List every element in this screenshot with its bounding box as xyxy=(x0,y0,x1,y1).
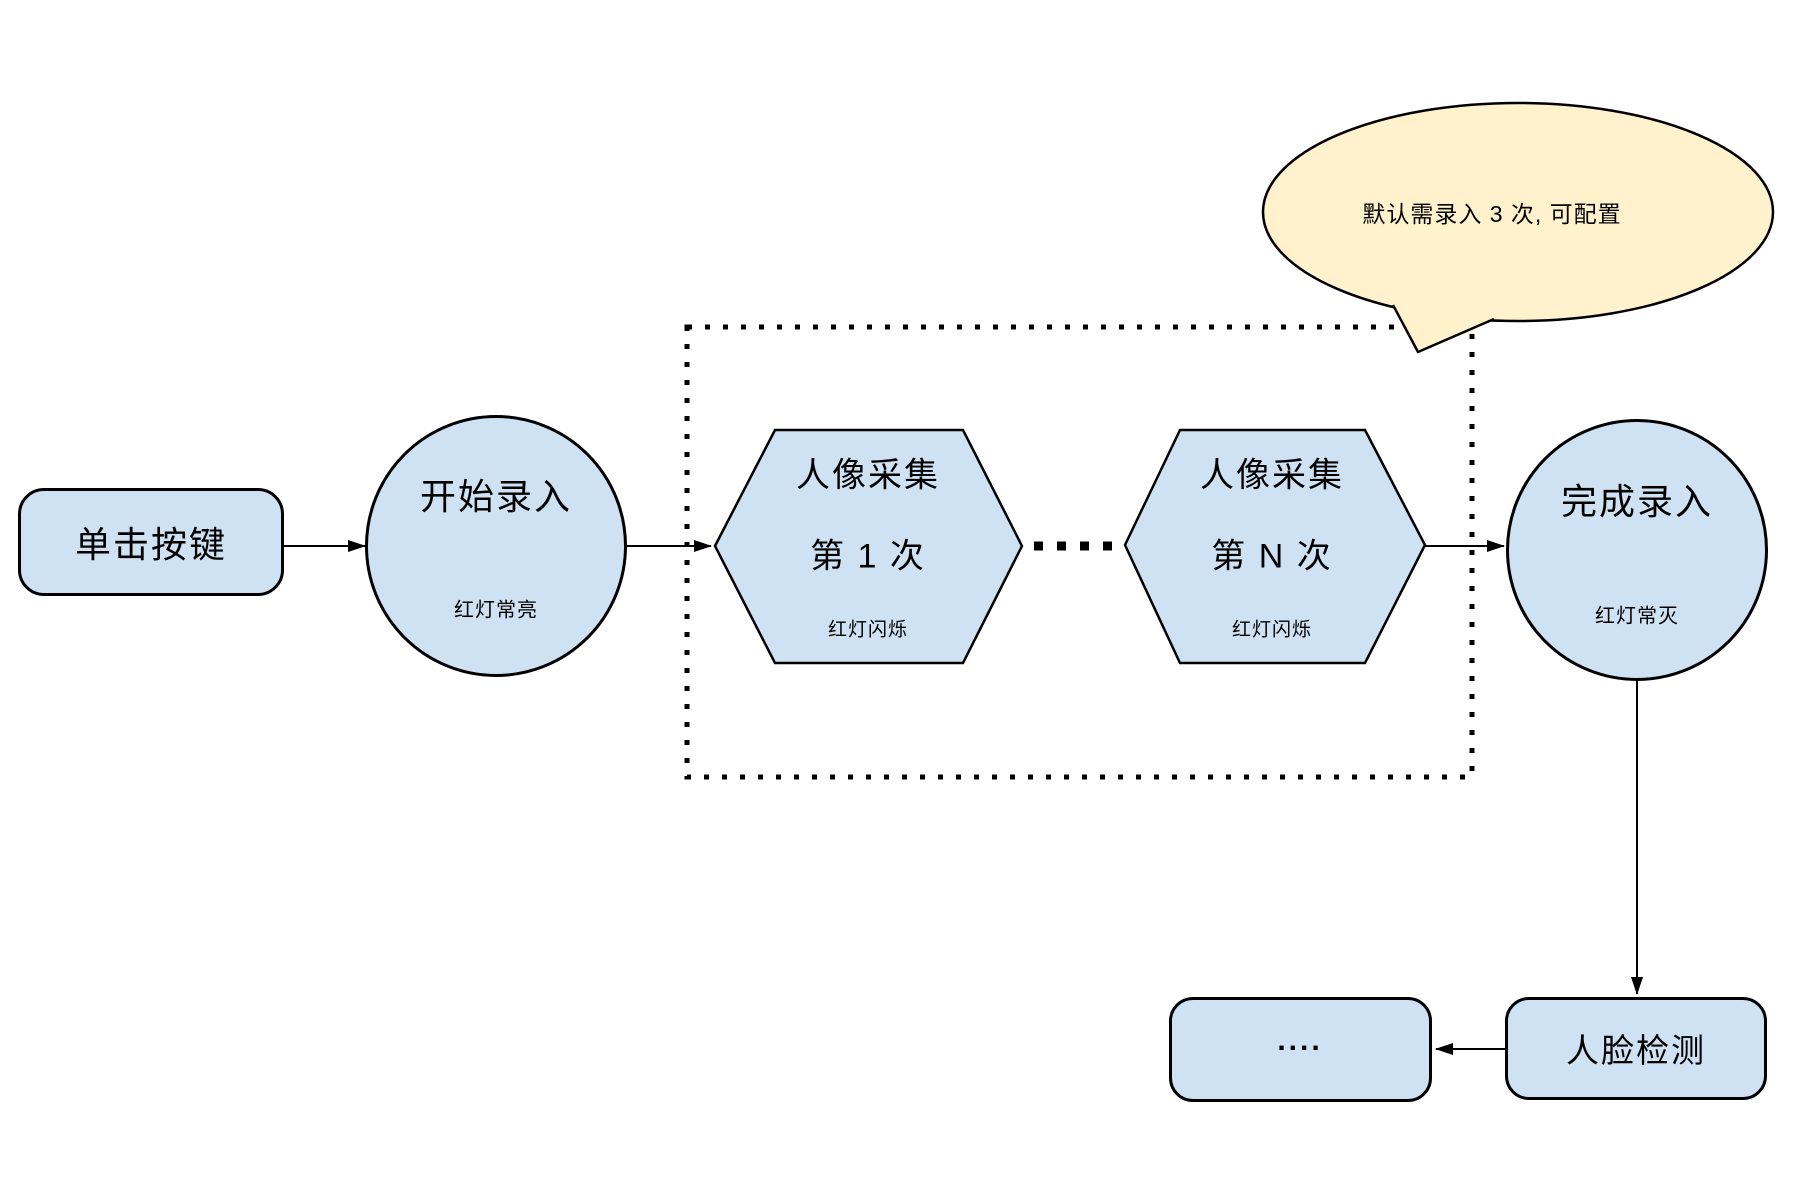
ellipsis-box-label: .... xyxy=(1277,1024,1323,1057)
capture-nth-status: 红灯闪烁 xyxy=(1231,619,1313,641)
finish-entry-label: 完成录入 xyxy=(1560,481,1714,522)
capture-first-status: 红灯闪烁 xyxy=(827,619,909,641)
click-button-label: 单击按键 xyxy=(74,524,228,565)
capture-first-label: 人像采集 xyxy=(796,456,940,495)
node-finish-entry-circle xyxy=(1506,419,1768,681)
node-face-detection xyxy=(1505,997,1767,1100)
dotted-group-border xyxy=(684,324,1475,780)
capture-first-count: 第 1 次 xyxy=(810,537,926,576)
start-entry-status: 红灯常亮 xyxy=(454,599,538,622)
start-entry-label: 开始录入 xyxy=(419,476,573,517)
finish-entry-status: 红灯常灭 xyxy=(1595,605,1679,628)
node-start-entry-circle xyxy=(365,415,627,677)
callout-tail-outline xyxy=(1391,304,1495,354)
hexagon-capture-first xyxy=(713,428,1024,665)
capture-nth-count: 第 N 次 xyxy=(1211,537,1333,576)
capture-nth-label: 人像采集 xyxy=(1200,456,1344,495)
callout-bubble xyxy=(1261,101,1775,323)
callout-text: 默认需录入 3 次, 可配置 xyxy=(1362,201,1622,227)
node-ellipsis-box xyxy=(1169,997,1432,1102)
node-click-button xyxy=(18,488,284,596)
face-detection-label: 人脸检测 xyxy=(1566,1032,1706,1069)
